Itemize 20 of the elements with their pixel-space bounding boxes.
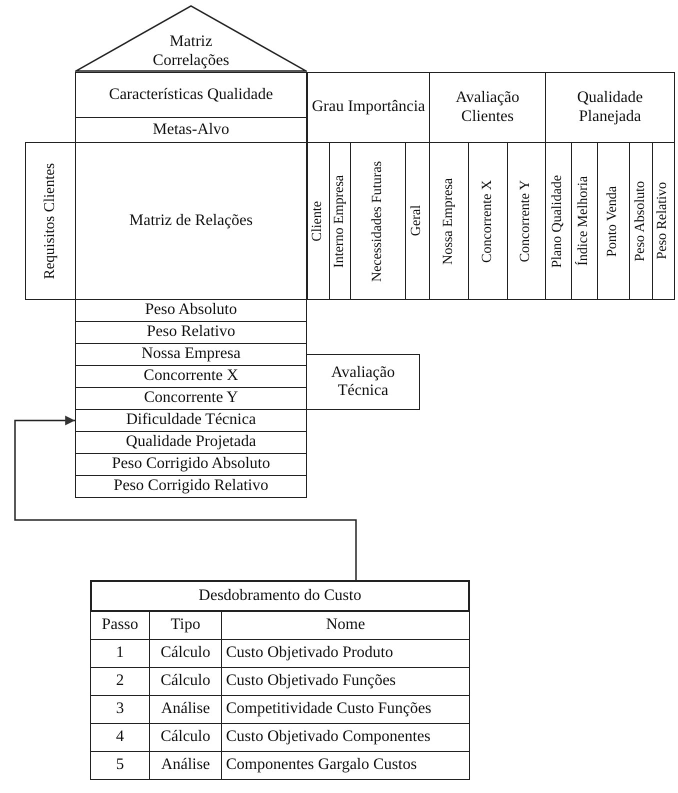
- row-label: Nossa Empresa: [75, 343, 307, 366]
- row-header: Requisitos Clientes: [25, 142, 76, 300]
- connector-arrow: [14, 416, 357, 580]
- step-number: 5: [90, 751, 150, 780]
- row-label: Qualidade Projetada: [75, 431, 307, 454]
- row-label: Peso Corrigido Absoluto: [75, 453, 307, 476]
- roof-label: Matriz Correlações: [152, 33, 230, 70]
- row-label: Peso Absoluto: [75, 299, 307, 322]
- column-header: Peso Relativo: [652, 142, 675, 300]
- row-label: Dificuldade Técnica: [75, 409, 307, 432]
- group-header: Grau Importância: [307, 72, 430, 143]
- row-label: Peso Relativo: [75, 321, 307, 344]
- table-title: Desdobramento do Custo: [90, 580, 470, 612]
- column-header: Cliente: [307, 142, 330, 300]
- step-name: Componentes Gargalo Custos: [221, 751, 470, 780]
- group-header: Avaliação Técnica: [306, 354, 420, 410]
- header-section: Características Qualidade: [75, 72, 307, 118]
- row-label: Peso Corrigido Relativo: [75, 475, 307, 498]
- group-header: Qualidade Planejada: [545, 72, 675, 143]
- header-section: Metas-Alvo: [75, 117, 307, 143]
